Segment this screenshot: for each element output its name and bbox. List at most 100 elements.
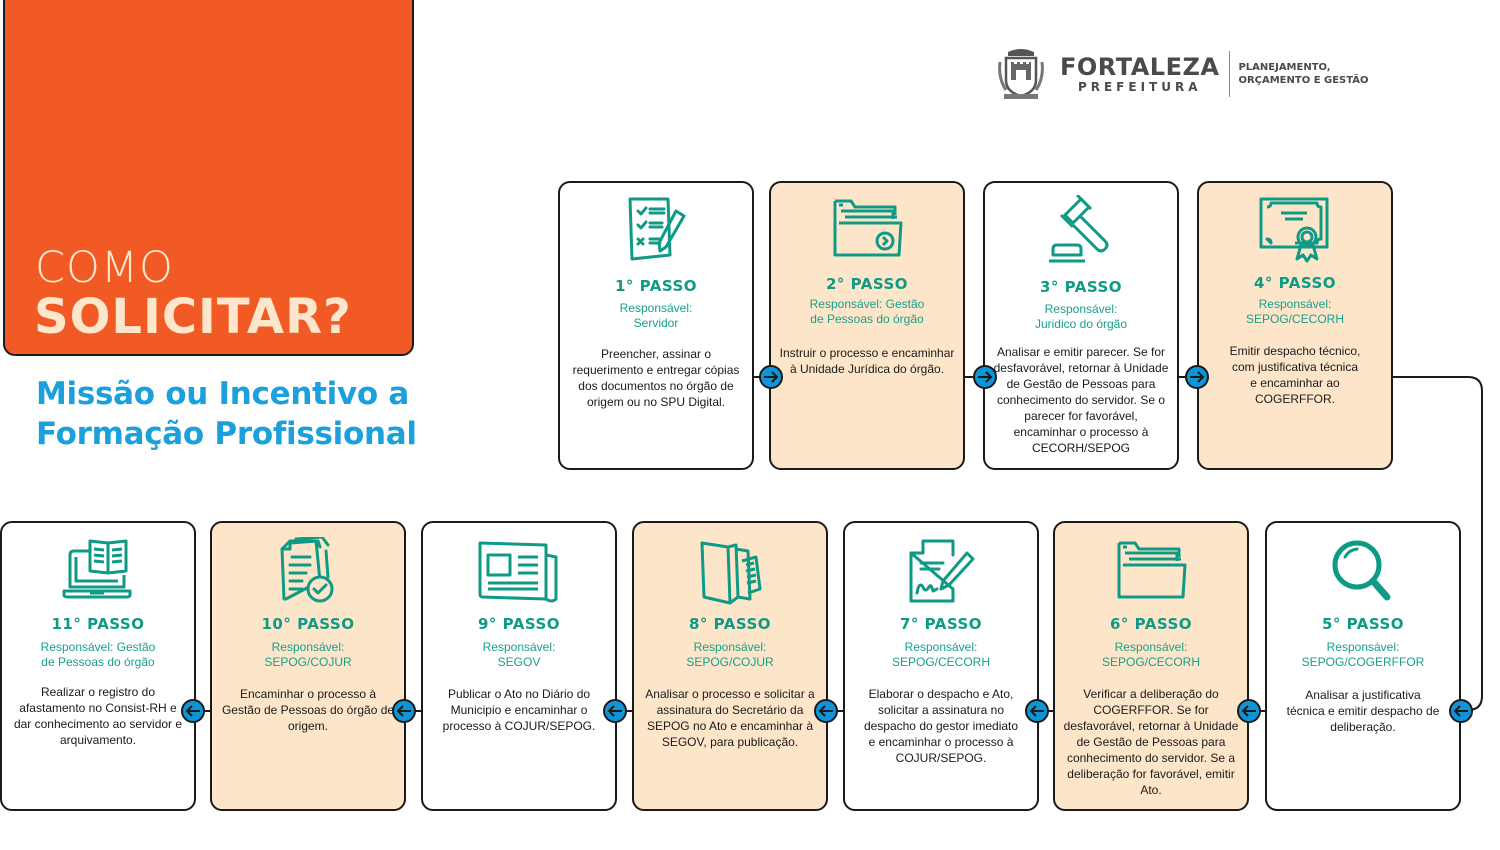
resp-line-1: Responsável: Gestão: [40, 640, 156, 654]
resp-line-1: Responsável:: [1258, 297, 1332, 311]
arrow-left-icon: [814, 699, 838, 723]
step-title: 8° PASSO: [688, 615, 772, 633]
resp-line-2: de Pessoas do órgão: [810, 312, 924, 326]
logo-wordmark: FORTALEZA PREFEITURA: [1060, 54, 1219, 94]
step-card-5: 5° PASSO Responsável: SEPOG/COGERFFOR An…: [1265, 521, 1461, 811]
arrow-left-icon: [1237, 699, 1261, 723]
arrow-right-icon: [973, 365, 997, 389]
step-responsible: Responsável: SEPOG/CECORH: [1205, 297, 1385, 327]
resp-line-2: de Pessoas do órgão: [41, 655, 155, 669]
resp-line-2: SEPOG/CECORH: [1101, 655, 1200, 669]
step-card-1: 1° PASSO Responsável: Servidor Preencher…: [558, 181, 754, 470]
logo-fortaleza: FORTALEZA: [1060, 53, 1220, 81]
resp-line-2: SEPOG/COJUR: [264, 655, 352, 669]
step-title: 9° PASSO: [477, 615, 561, 633]
step-responsible: Responsável: SEPOG/COGERFFOR: [1273, 640, 1453, 670]
step-card-6: 6° PASSO Responsável: SEPOG/CECORH Verif…: [1053, 521, 1249, 811]
resp-line-1: Responsável:: [1326, 640, 1400, 654]
step-description: Emitir despacho técnico, com justificati…: [1229, 344, 1361, 406]
step-card-4: 4° PASSO Responsável: SEPOG/CECORH Emiti…: [1197, 181, 1393, 470]
folder-icon: [1117, 541, 1187, 599]
arrow-left-icon: [1449, 699, 1473, 723]
step-responsible: Responsável: Servidor: [566, 301, 746, 331]
subtitle-line-2: Formação Profissional: [36, 416, 417, 452]
step-description: Analisar o processo e solicitar a assina…: [645, 687, 815, 749]
step-description: Analisar e emitir parecer. Se for desfav…: [993, 345, 1169, 455]
logo-prefeitura: PREFEITURA: [1077, 80, 1202, 94]
step-responsible: Responsável: SEPOG/CECORH: [1061, 640, 1241, 670]
step-description: Verificar a deliberação do COGERFFOR. Se…: [1063, 687, 1239, 797]
step-responsible: Responsável: Gestão de Pessoas do órgão: [8, 640, 188, 670]
hero-title-como: COMO: [35, 243, 174, 293]
step-card-3: 3° PASSO Responsável: Juridico do órgão …: [983, 181, 1179, 470]
step-card-8: 8° PASSO Responsável: SEPOG/COJUR Analis…: [632, 521, 828, 811]
step-card-7: 7° PASSO Responsável: SEPOG/CECORH Elabo…: [843, 521, 1039, 811]
step-responsible: Responsável: SEPOG/COJUR: [218, 640, 398, 670]
step-title: 5° PASSO: [1321, 615, 1405, 633]
step-card-10: 10° PASSO Responsável: SEPOG/COJUR Encam…: [210, 521, 406, 811]
magnifier-icon: [1332, 540, 1391, 601]
arrow-right-icon: [1185, 365, 1209, 389]
step-description: Encaminhar o processo à Gestão de Pessoa…: [221, 687, 395, 733]
connector-4-5: [1390, 376, 1483, 711]
gavel-icon: [1049, 195, 1109, 263]
step-description: Analisar a justificativa técnica e emiti…: [1286, 688, 1440, 734]
arrow-left-icon: [1025, 699, 1049, 723]
resp-line-2: SEPOG/COGERFFOR: [1301, 655, 1425, 669]
resp-line-2: SEPOG/CECORH: [1245, 312, 1344, 326]
step-title: 4° PASSO: [1253, 274, 1337, 292]
resp-line-1: Responsável:: [904, 640, 978, 654]
arrow-left-icon: [181, 699, 205, 723]
step-title: 1° PASSO: [614, 277, 698, 295]
logo-divider: [1229, 51, 1231, 97]
hero-banner: [3, 0, 414, 356]
resp-line-1: Responsável: Gestão: [809, 297, 925, 311]
resp-line-1: Responsável:: [482, 640, 556, 654]
prefeitura-logo: FORTALEZA PREFEITURA PLANEJAMENTO, ORÇAM…: [996, 44, 1369, 104]
step-title: 11° PASSO: [51, 615, 145, 633]
resp-line-1: Responsável:: [1114, 640, 1188, 654]
step-title: 2° PASSO: [825, 275, 909, 293]
resp-line-1: Responsável:: [693, 640, 767, 654]
city-crest-icon: [998, 49, 1044, 99]
logo-dept-line-1: PLANEJAMENTO,: [1238, 62, 1331, 73]
step-card-9: 9° PASSO Responsável: SEGOV Publicar o A…: [421, 521, 617, 811]
step-responsible: Responsável: SEPOG/CECORH: [851, 640, 1031, 670]
step-description: Realizar o registro do afastamento no Co…: [13, 685, 183, 747]
step-responsible: Responsável: SEPOG/COJUR: [640, 640, 820, 670]
step-description: Publicar o Ato no Diário do Municipio e …: [442, 687, 596, 733]
step-responsible: Responsável: SEGOV: [429, 640, 609, 670]
resp-line-2: Servidor: [633, 316, 679, 330]
document-approved-icon: [280, 537, 334, 603]
logo-dept-line-2: ORÇAMENTO E GESTÃO: [1238, 75, 1369, 86]
newspaper-icon: [478, 541, 558, 603]
step-responsible: Responsável: Gestão de Pessoas do órgão: [777, 297, 957, 327]
step-responsible: Responsável: Juridico do órgão: [991, 302, 1171, 332]
folder-forward-icon: [833, 199, 903, 257]
arrow-left-icon: [603, 699, 627, 723]
folded-documents-icon: [700, 541, 762, 605]
resp-line-1: Responsável:: [271, 640, 345, 654]
step-title: 3° PASSO: [1039, 278, 1123, 296]
resp-line-1: Responsável:: [1044, 302, 1118, 316]
resp-line-1: Responsável:: [619, 301, 693, 315]
step-card-11: 11° PASSO Responsável: Gestão de Pessoas…: [0, 521, 196, 811]
logo-department: PLANEJAMENTO, ORÇAMENTO E GESTÃO: [1238, 61, 1368, 87]
resp-line-2: SEPOG/COJUR: [686, 655, 774, 669]
step-description: Elaborar o despacho e Ato, solicitar a a…: [863, 687, 1019, 765]
step-title: 7° PASSO: [899, 615, 983, 633]
step-title: 6° PASSO: [1109, 615, 1193, 633]
step-description: Instruir o processo e encaminhar à Unida…: [779, 346, 955, 376]
resp-line-2: SEPOG/CECORH: [891, 655, 990, 669]
certificate-icon: [1259, 197, 1329, 263]
step-title: 10° PASSO: [261, 615, 355, 633]
resp-line-2: Juridico do órgão: [1034, 317, 1128, 331]
page-subtitle: Missão ou Incentivo a Formação Profissio…: [36, 374, 417, 454]
step-description: Preencher, assinar o requerimento e entr…: [572, 347, 740, 409]
arrow-right-icon: [759, 365, 783, 389]
subtitle-line-1: Missão ou Incentivo a: [36, 376, 409, 412]
hero-title-solicitar: SOLICITAR?: [34, 289, 352, 345]
resp-line-2: SEGOV: [497, 655, 541, 669]
checklist-pencil-icon: [628, 197, 686, 261]
document-signature-icon: [909, 539, 975, 603]
